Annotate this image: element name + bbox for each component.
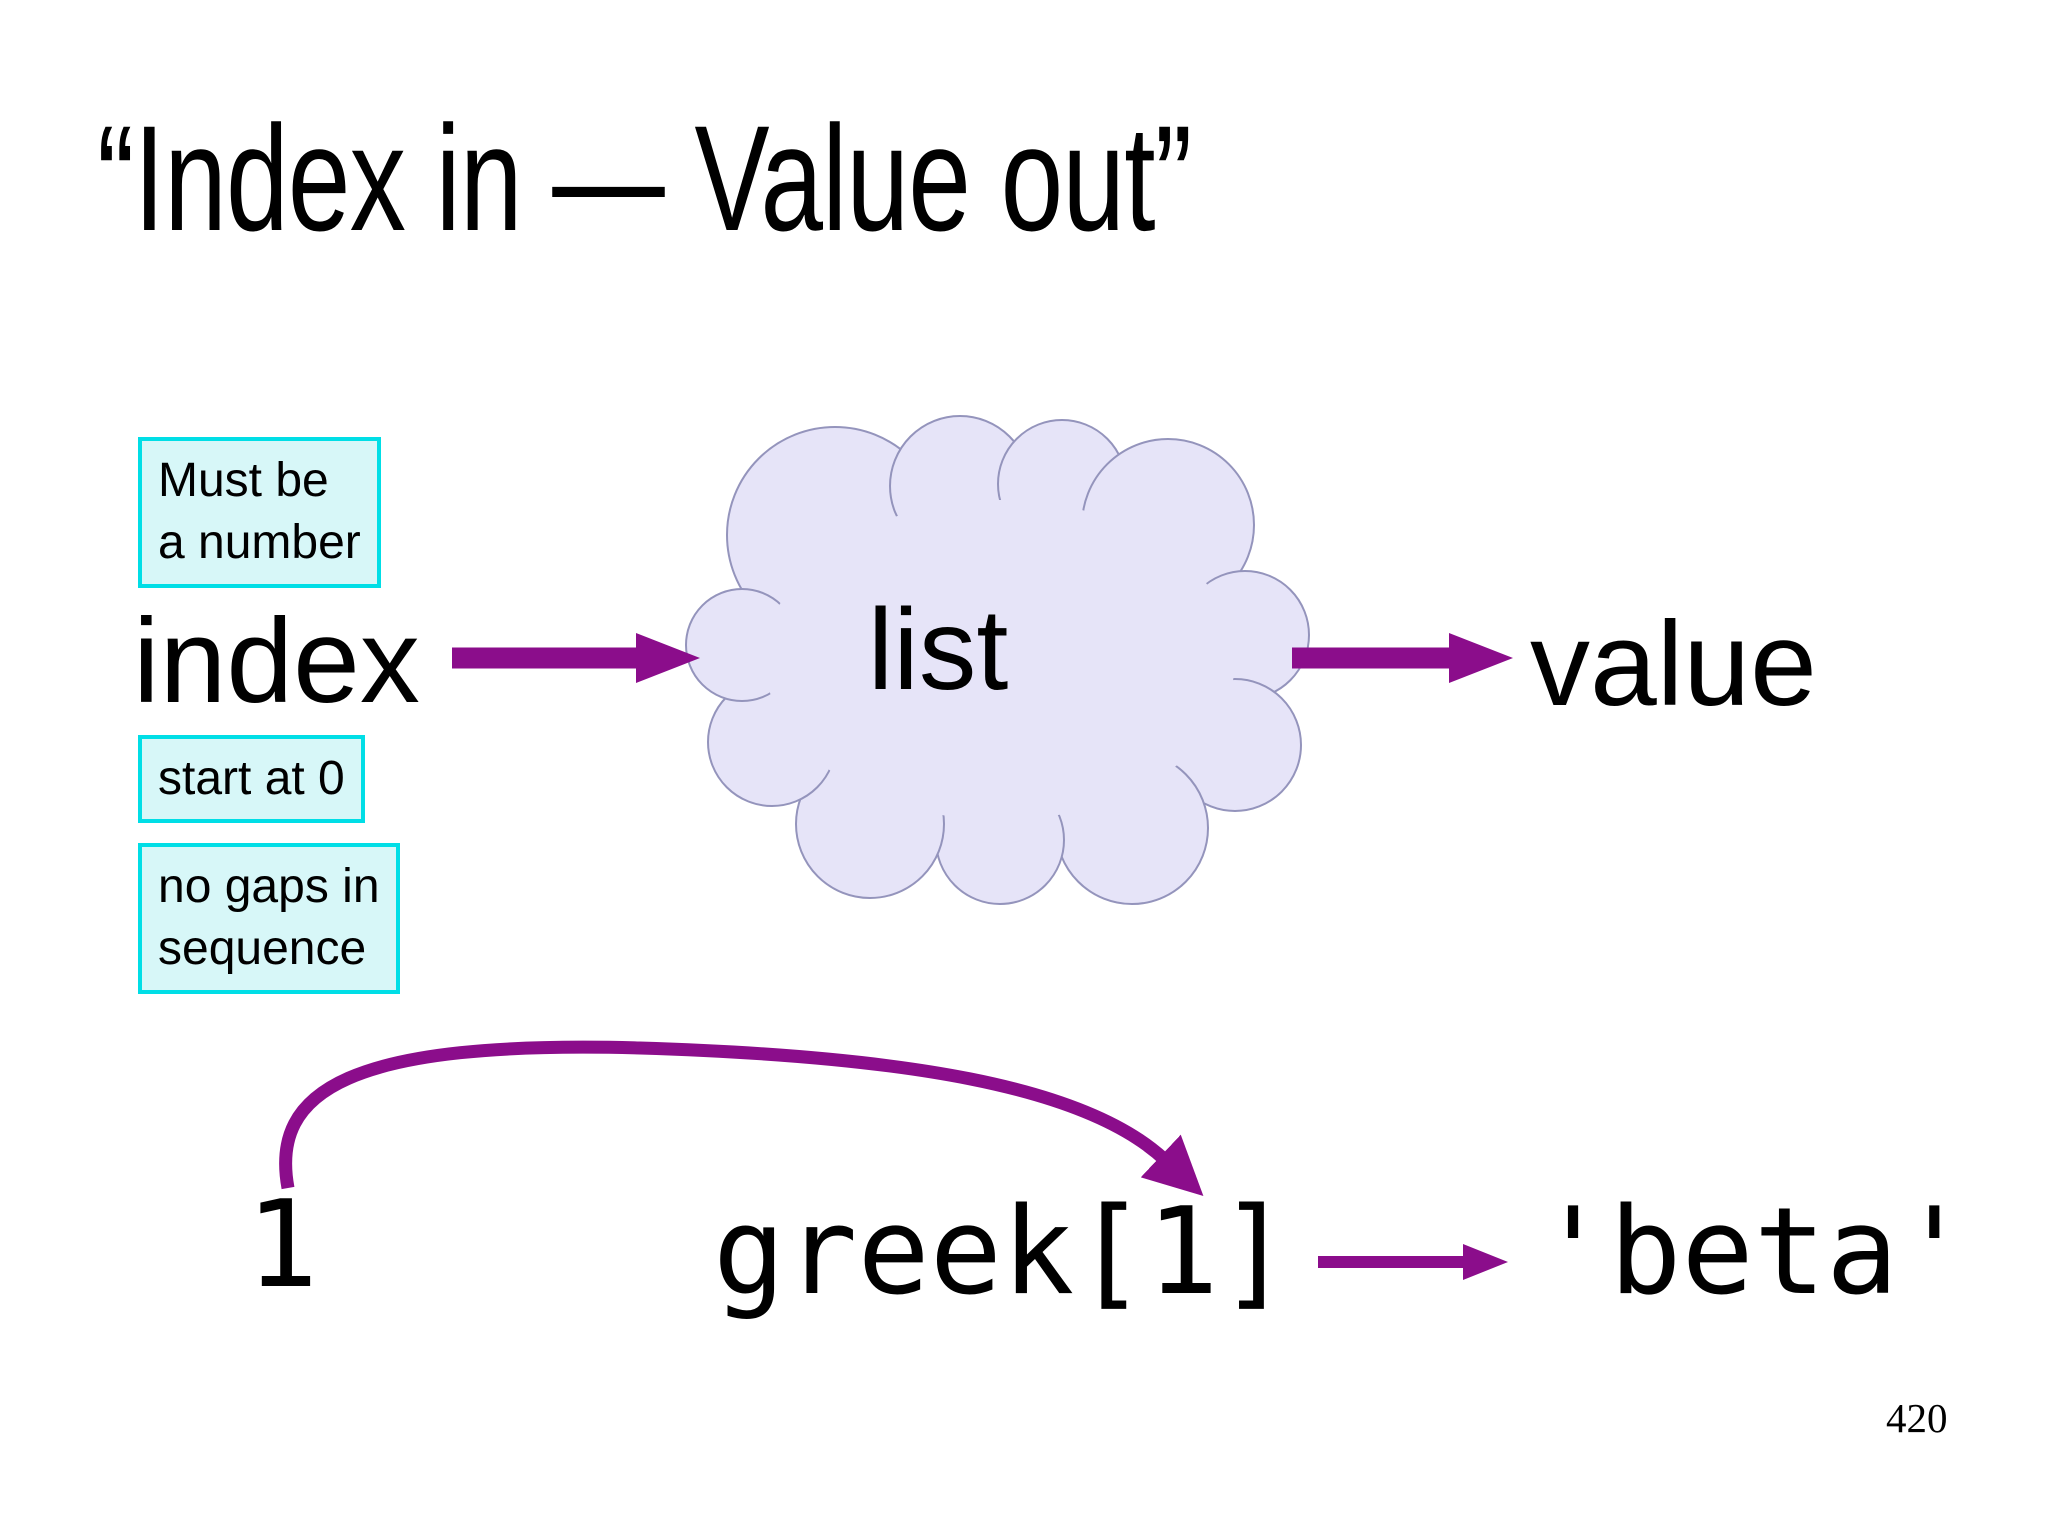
index-label: index	[133, 594, 420, 728]
callout-no-gaps-in-sequence: no gaps in sequence	[138, 843, 400, 994]
value-label: value	[1530, 597, 1817, 731]
slide-title: “Index in — Value out”	[97, 94, 1192, 262]
arrow-head	[636, 633, 700, 683]
curved-arrow	[279, 1040, 1204, 1196]
list-label: list	[867, 586, 1009, 714]
cloud-shape	[685, 415, 1310, 905]
arrow-head	[1463, 1244, 1508, 1280]
example-expression: greek[1]	[713, 1183, 1291, 1322]
page-number: 420	[1886, 1395, 1948, 1441]
example-result: 'beta'	[1537, 1183, 1971, 1322]
example-index-value: 1	[246, 1176, 319, 1315]
cloud-body	[765, 500, 1235, 820]
example-arrow	[1318, 1244, 1508, 1280]
flow-arrow-out	[1292, 633, 1513, 683]
arrow-head	[1449, 633, 1513, 683]
callout-must-be-a-number: Must be a number	[138, 437, 381, 588]
flow-arrow-in	[452, 633, 700, 683]
callout-start-at-0: start at 0	[138, 735, 365, 824]
